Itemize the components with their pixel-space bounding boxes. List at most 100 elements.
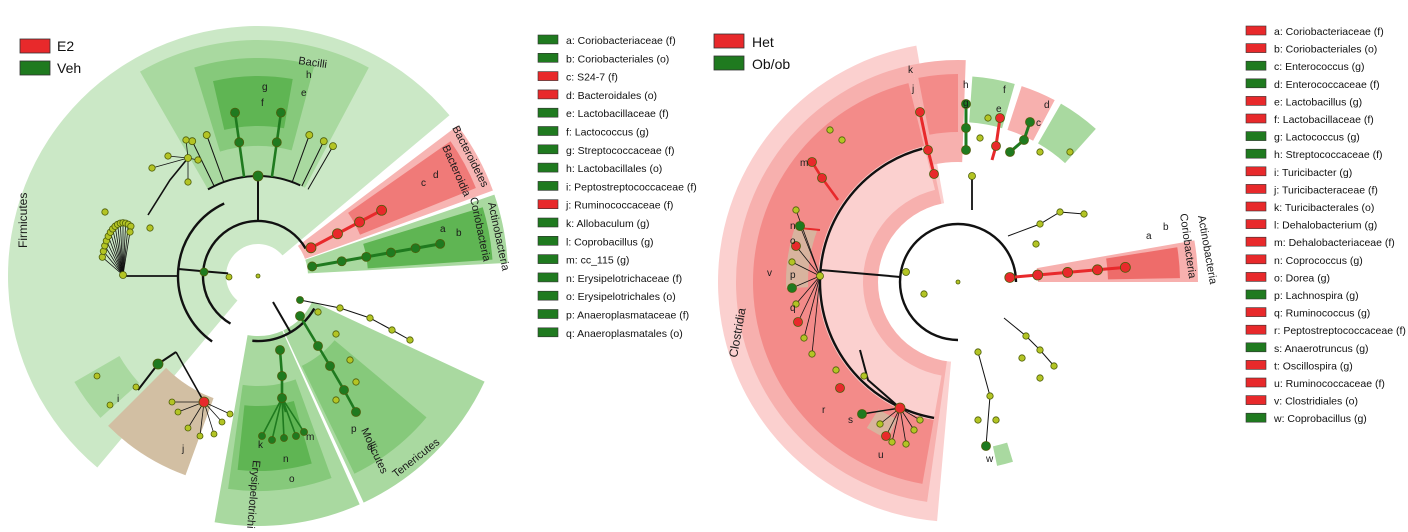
tenericutes-arc <box>252 307 316 343</box>
actino-node <box>361 251 372 262</box>
leaf <box>146 224 154 232</box>
erysip-node <box>277 371 287 381</box>
bacteroidetes-node <box>376 204 388 216</box>
leaf <box>184 178 192 186</box>
leaf <box>826 126 834 134</box>
letter-b: b <box>456 228 462 239</box>
right-key-item-swatch <box>1245 201 1267 212</box>
erysip-leaf <box>280 434 288 442</box>
u-leaf <box>916 416 924 424</box>
clos-fan-node <box>808 350 816 358</box>
right-taxa-key: a: Coriobacteriaceae (f)b: Coriobacteria… <box>1245 25 1406 425</box>
right-sector-layer <box>718 45 1198 522</box>
mollicutes-node <box>325 361 335 371</box>
left-key-item-swatch <box>537 107 559 118</box>
ten-node <box>296 296 304 304</box>
right-key-item-swatch <box>1245 236 1267 247</box>
letter-f: f <box>261 98 264 109</box>
turici-node <box>929 169 939 179</box>
left-key-item-label: g: Streptococcaceae (f) <box>566 145 675 157</box>
rletter-f: f <box>1003 85 1006 96</box>
clos-fan-node <box>793 317 803 327</box>
left-key-item-label: f: Lactococcus (g) <box>566 127 649 139</box>
fan-line <box>102 256 124 276</box>
clos-fan-node <box>800 334 808 342</box>
right-key-item-label: i: Turicibacter (g) <box>1274 167 1352 179</box>
left-taxa-key: a: Coriobacteriaceae (f)b: Coriobacteria… <box>537 34 697 340</box>
rletter-k: k <box>908 65 914 76</box>
letter-m: m <box>306 432 314 443</box>
firmicutes-arc <box>201 219 307 325</box>
leaf <box>106 401 114 409</box>
letter-n: n <box>283 454 289 465</box>
f-sector <box>1007 86 1055 141</box>
leaf <box>1056 208 1064 216</box>
u-leaf <box>910 426 918 434</box>
rletter-a: a <box>1146 231 1152 242</box>
bacilli-leaf-line <box>301 140 325 187</box>
mollicutes-node <box>351 407 361 417</box>
leaf <box>388 326 396 334</box>
firm-node <box>199 267 209 277</box>
mollicutes-node <box>339 385 349 395</box>
erysip-node <box>277 393 287 403</box>
clos-fan-node <box>788 258 796 266</box>
tenericutes-ray <box>272 301 292 333</box>
left-key-item-label: o: Erysipelotrichales (o) <box>566 291 676 303</box>
u-leaf-line <box>899 407 907 445</box>
fan-line <box>117 224 124 276</box>
leaf <box>132 383 140 391</box>
d-sector <box>1038 103 1096 164</box>
leaf <box>974 416 982 424</box>
right-clade-letters: a b c d e f g h j k m n o p q r s u v w <box>767 65 1169 465</box>
right-key-item-label: l: Dehalobacterium (g) <box>1274 220 1377 232</box>
chain-2 <box>1003 317 1055 367</box>
j-leaf <box>210 430 218 438</box>
actino-right-node <box>1092 264 1103 276</box>
rletter-p: p <box>790 270 796 281</box>
root-node <box>255 273 261 279</box>
rletter-e: e <box>996 104 1002 115</box>
left-key-item-label: d: Bacteroidales (o) <box>566 90 657 102</box>
clos-fan-line <box>799 225 821 277</box>
left-key-item-swatch <box>537 126 559 136</box>
rletter-d: d <box>1044 100 1050 111</box>
clostridia-ray <box>820 268 901 278</box>
node-u <box>894 402 906 414</box>
right-key-item-label: f: Lactobacillaceae (f) <box>1274 114 1374 126</box>
left-node-layer <box>93 107 446 444</box>
leaf <box>1032 240 1040 248</box>
legend-veh-swatch <box>19 60 51 76</box>
right-legend: Het Ob/ob <box>713 33 790 72</box>
clos-fan-line <box>791 275 821 289</box>
turici-node <box>915 107 925 117</box>
strep-node <box>961 145 971 155</box>
bacilli-leaf <box>319 137 328 146</box>
clos-fan-line <box>795 275 821 305</box>
rletter-b: b <box>1163 222 1169 233</box>
fan-leaf <box>127 222 135 230</box>
actino-right-node <box>1004 272 1016 283</box>
firm-leaf <box>225 273 233 281</box>
u-leaf-line <box>891 407 901 443</box>
leaf <box>992 416 1000 424</box>
j-leaf-line <box>199 401 205 437</box>
erysip-leaf <box>300 428 308 436</box>
leaf <box>182 136 190 144</box>
letter-q: q <box>367 442 373 453</box>
fan-line <box>119 223 124 276</box>
erysip-leaf-line <box>281 397 297 437</box>
clos-fan-line <box>797 275 821 323</box>
entero-node <box>1005 147 1015 157</box>
clos-fan-line <box>803 275 821 339</box>
j-leaf <box>226 410 234 418</box>
rletter-j: j <box>911 84 914 95</box>
letter-g: g <box>262 82 268 93</box>
letter-k: k <box>258 440 264 451</box>
right-key-item-swatch <box>1245 96 1267 106</box>
lacto-node <box>995 113 1005 123</box>
leaf <box>838 136 846 144</box>
clos-fan-line <box>791 261 821 277</box>
peptostrep-sector <box>74 356 140 418</box>
bacilli-node <box>252 170 264 182</box>
